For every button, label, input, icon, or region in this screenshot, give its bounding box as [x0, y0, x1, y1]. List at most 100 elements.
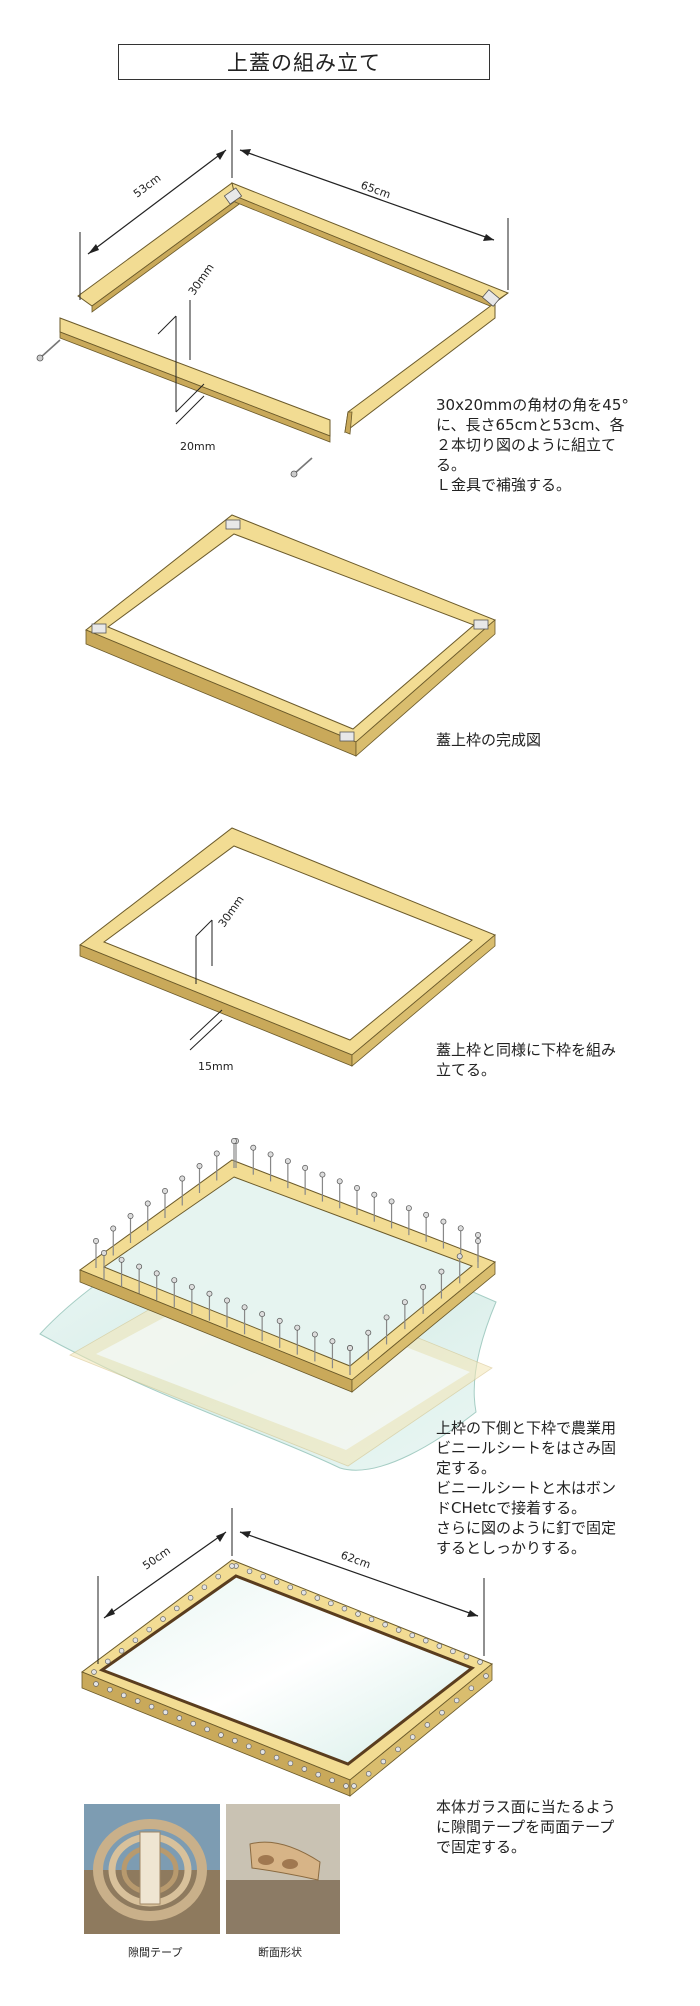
dim-line-width [87, 149, 227, 255]
nail-head [144, 1200, 151, 1207]
dim-label-height: 20mm [180, 440, 215, 453]
nail-head [424, 1722, 431, 1728]
photo-caption-cross-section: 断面形状 [258, 1946, 302, 1959]
nail-head [483, 1673, 489, 1679]
nail-head [341, 1605, 348, 1612]
l-bracket [481, 289, 501, 307]
glass-pane [98, 1574, 476, 1766]
nail-head [179, 1175, 186, 1182]
nail-head [273, 1754, 280, 1761]
nail-head [329, 1777, 335, 1784]
nail-head [213, 1150, 220, 1157]
nail-head [260, 1573, 266, 1580]
nail-head [206, 1290, 213, 1297]
nail-head [380, 1758, 387, 1765]
nail-head [457, 1225, 464, 1232]
nail-head [259, 1311, 266, 1318]
nail-row [93, 1138, 481, 1375]
nail-head [302, 1164, 309, 1171]
nail-head [423, 1211, 430, 1218]
l-bracket [473, 619, 489, 630]
nail-head [153, 1270, 160, 1277]
nail-head [475, 1238, 481, 1244]
nail-head [294, 1324, 301, 1331]
nail-head [453, 1697, 460, 1704]
nail-head [284, 1158, 291, 1165]
nail-head [105, 1658, 111, 1665]
nail-head [420, 1283, 427, 1290]
dim-line-width [103, 1531, 227, 1619]
nail-head [287, 1760, 294, 1767]
nail-head [229, 1563, 235, 1569]
nail-head [162, 1709, 169, 1716]
nail-head [475, 1232, 481, 1238]
nail-head [388, 1198, 395, 1205]
photo-cross-section [226, 1804, 340, 1934]
nail-head [355, 1611, 361, 1617]
nail-head [162, 1188, 168, 1194]
nail-head [468, 1685, 475, 1691]
step3-description: 蓋上枠と同様に下枠を組み 立てる。 [436, 1041, 617, 1079]
step2-description: 蓋上枠の完成図 [436, 731, 542, 749]
nail-head [368, 1616, 375, 1623]
nail-head [365, 1771, 372, 1777]
nail-head [273, 1579, 280, 1585]
nail-head [456, 1253, 463, 1260]
step1-description: 30x20mmの角材の角を45° に、長さ65cmと53cm、各 ２本切り図のよ… [436, 396, 629, 494]
nail-head [250, 1144, 257, 1151]
nail-head [121, 1692, 127, 1699]
screw-icon [293, 457, 313, 475]
nail-head [201, 1584, 208, 1590]
photo-caption-gap-tape: 隙間テープ [128, 1946, 183, 1959]
nail-head [463, 1653, 470, 1660]
nail-head [188, 1283, 195, 1290]
nail-head [232, 1737, 238, 1744]
frame-bar-top-right [231, 182, 510, 303]
nail-head [146, 1626, 152, 1633]
nail-head [405, 1205, 412, 1212]
nail-head [409, 1632, 415, 1639]
nail-head [301, 1589, 307, 1596]
l-bracket [91, 623, 107, 634]
nail-head [231, 1138, 237, 1144]
nail-head [477, 1659, 483, 1665]
nail-head [174, 1605, 180, 1612]
nail-head [439, 1709, 445, 1716]
nail-head [241, 1304, 248, 1311]
nail-head [365, 1329, 372, 1336]
nail-head [176, 1715, 183, 1721]
l-bracket [339, 731, 355, 742]
nail-head [218, 1732, 224, 1738]
nail-head [438, 1268, 445, 1275]
nail-head [395, 1746, 401, 1753]
dim-line-length [239, 1531, 479, 1617]
nail-head [351, 1783, 357, 1789]
l-bracket [225, 519, 241, 530]
step4-sheet-diagram [39, 1138, 497, 1471]
step3-frame-diagram: 30mm 15mm [79, 827, 496, 1073]
nail-head [190, 1720, 196, 1727]
nail-head [314, 1595, 321, 1601]
step2-frame-diagram [85, 514, 496, 757]
nail-head [343, 1783, 349, 1789]
nail-head [319, 1171, 326, 1178]
dim-label-length: 62cm [339, 1549, 372, 1572]
nail-head [409, 1734, 416, 1740]
nail-head [347, 1345, 353, 1351]
dim-line-length [239, 149, 495, 241]
nail-head [127, 1213, 134, 1219]
nail-head [315, 1771, 321, 1778]
nail-head [224, 1297, 230, 1304]
l-bracket [223, 187, 243, 205]
page-title: 上蓋の組み立て [118, 44, 490, 80]
nail-row [91, 1563, 489, 1789]
nail-head [287, 1584, 293, 1591]
dim-label-width: 50cm [140, 1544, 173, 1572]
nail-head [259, 1749, 266, 1755]
nail-head [171, 1277, 178, 1284]
nail-head [450, 1648, 456, 1655]
nail-head [382, 1621, 388, 1628]
nail-head [93, 1238, 99, 1244]
step1-frame-diagram: 53cm 65cm 30mm 20mm [36, 130, 510, 478]
